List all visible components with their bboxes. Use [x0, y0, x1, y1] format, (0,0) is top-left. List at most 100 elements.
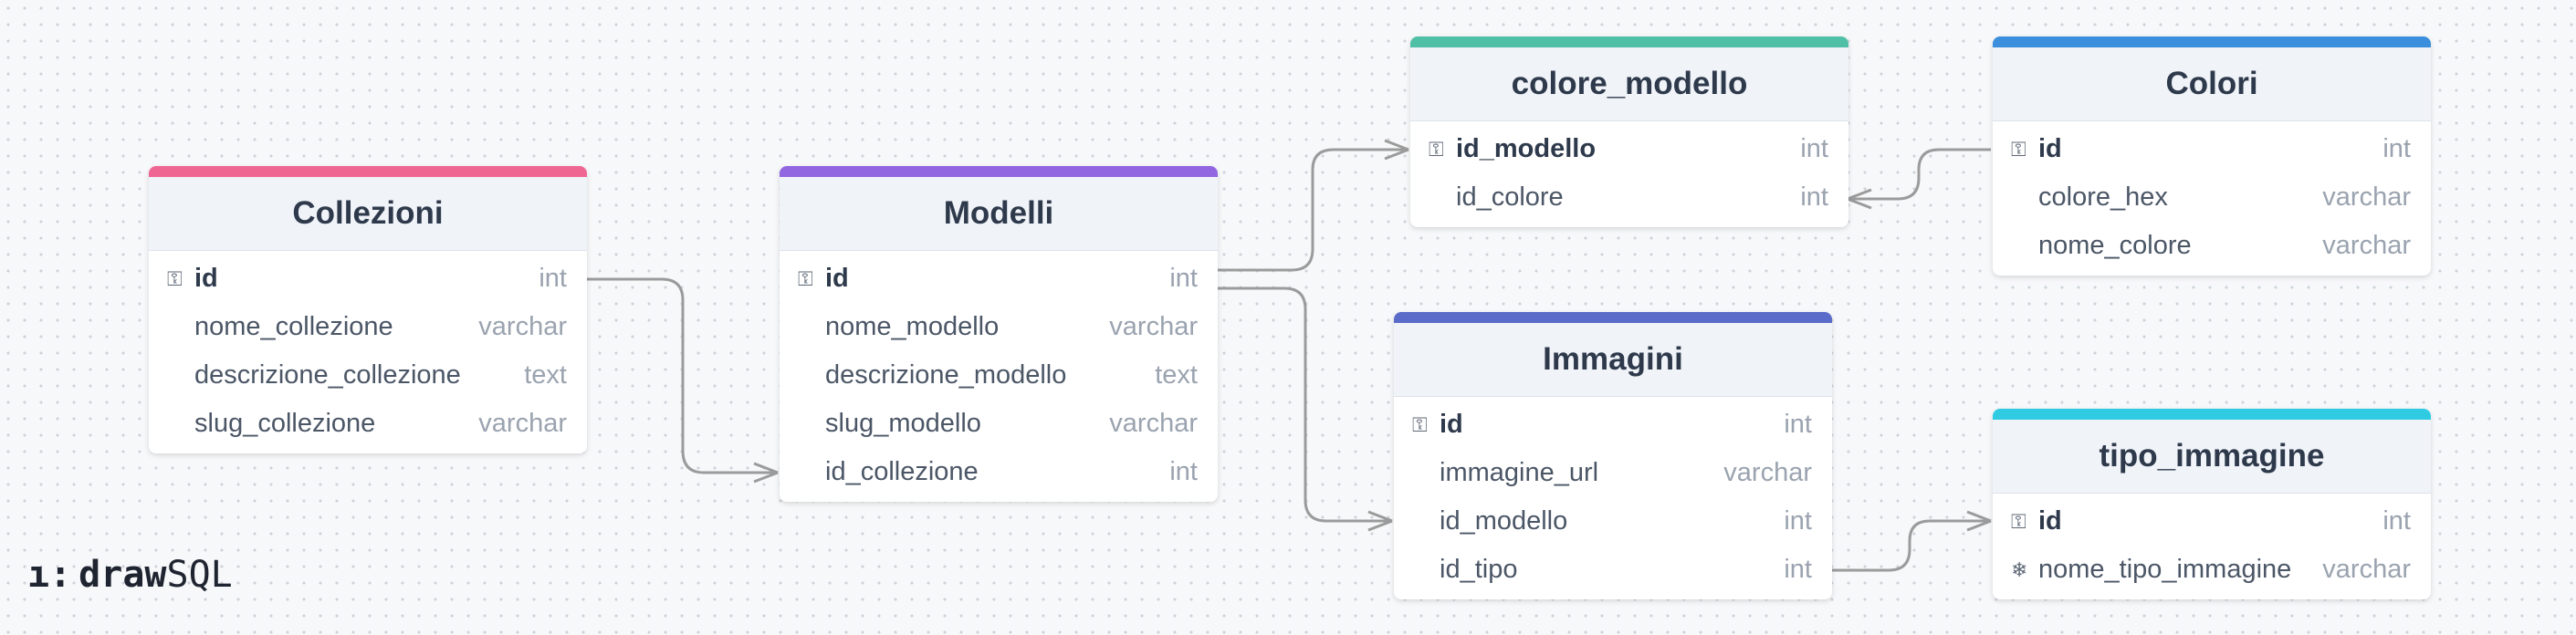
- drawsql-logo[interactable]: ı: draw SQL: [27, 554, 233, 596]
- column-row[interactable]: nome_collezione varchar: [149, 303, 587, 351]
- table-accent-bar: [1993, 36, 2431, 47]
- column-type: varchar: [478, 312, 567, 341]
- column-row[interactable]: immagine_url varchar: [1394, 449, 1832, 497]
- column-row[interactable]: ⚿ id int: [1993, 125, 2431, 173]
- column-name: id: [194, 264, 218, 293]
- column-type: varchar: [478, 409, 567, 438]
- column-row[interactable]: id_modello int: [1394, 497, 1832, 546]
- column-row[interactable]: id_collezione int: [780, 448, 1218, 496]
- table-title[interactable]: Collezioni: [149, 177, 587, 251]
- column-row[interactable]: descrizione_modello text: [780, 351, 1218, 400]
- table-title[interactable]: colore_modello: [1410, 47, 1848, 121]
- column-name: descrizione_modello: [825, 360, 1067, 390]
- column-name: id: [2038, 134, 2062, 163]
- column-name: nome_modello: [825, 312, 1000, 341]
- column-type: int: [539, 264, 567, 293]
- column-type: varchar: [1109, 312, 1198, 341]
- snowflake-icon: ❄: [2011, 557, 2028, 581]
- column-type: varchar: [1723, 458, 1812, 487]
- crowfoot-icon: [1966, 510, 1992, 532]
- column-type: varchar: [2322, 555, 2411, 584]
- column-name: id_tipo: [1440, 555, 1518, 584]
- table-title[interactable]: Colori: [1993, 47, 2431, 121]
- column-name: descrizione_collezione: [194, 360, 461, 390]
- column-row[interactable]: descrizione_collezione text: [149, 351, 587, 400]
- column-name: id_modello: [1456, 134, 1597, 163]
- table-accent-bar: [780, 166, 1218, 177]
- table-title[interactable]: Immagini: [1394, 323, 1832, 397]
- column-name: id_modello: [1440, 506, 1568, 536]
- column-name: id: [825, 264, 849, 293]
- column-name: id: [2038, 506, 2062, 536]
- table-accent-bar: [149, 166, 587, 177]
- key-icon: ⚿: [1429, 137, 1444, 161]
- column-row[interactable]: slug_collezione varchar: [149, 400, 587, 448]
- column-row[interactable]: ⚿ id int: [1993, 497, 2431, 546]
- column-type: int: [2382, 506, 2411, 536]
- column-row[interactable]: nome_modello varchar: [780, 303, 1218, 351]
- column-type: int: [2382, 134, 2411, 163]
- key-icon: ⚿: [2011, 137, 2026, 161]
- column-type: int: [1169, 457, 1198, 486]
- column-type: int: [1784, 410, 1812, 439]
- column-type: int: [1800, 182, 1828, 212]
- column-type: int: [1169, 264, 1198, 293]
- column-name: slug_collezione: [194, 409, 376, 438]
- crowfoot-icon: [1384, 139, 1409, 161]
- column-type: varchar: [2322, 182, 2411, 212]
- column-row[interactable]: id_colore int: [1410, 173, 1848, 222]
- key-icon: ⚿: [1412, 412, 1428, 436]
- relation-tipo-immagine-immagini: [1832, 519, 1991, 572]
- logo-word-light: SQL: [166, 554, 233, 596]
- table-immagini[interactable]: Immagini ⚿ id int immagine_url varchar id_mode…: [1394, 312, 1832, 599]
- relation-modelli-colore-modello: [1218, 148, 1408, 272]
- column-type: text: [1155, 360, 1198, 390]
- relation-colori-colore-modello: [1848, 148, 1991, 201]
- key-icon: ⚿: [167, 266, 183, 290]
- table-accent-bar: [1394, 312, 1832, 323]
- column-name: immagine_url: [1440, 458, 1599, 487]
- column-row[interactable]: nome_colore varchar: [1993, 222, 2431, 270]
- column-row[interactable]: ⚿ id int: [149, 255, 587, 303]
- column-name: nome_collezione: [194, 312, 393, 341]
- crowfoot-icon: [1367, 510, 1393, 532]
- crowfoot-icon: [1847, 188, 1872, 210]
- column-type: int: [1784, 506, 1812, 536]
- relation-collezioni-modelli: [587, 277, 778, 474]
- column-type: varchar: [1109, 409, 1198, 438]
- column-row[interactable]: ⚿ id int: [1394, 401, 1832, 449]
- column-name: nome_colore: [2038, 231, 2192, 260]
- crowfoot-icon: [753, 462, 779, 484]
- column-name: slug_modello: [825, 409, 981, 438]
- relation-modelli-immagini: [1218, 286, 1392, 523]
- column-row[interactable]: slug_modello varchar: [780, 400, 1218, 448]
- logo-word-bold: draw: [79, 554, 167, 596]
- key-icon: ⚿: [2011, 509, 2026, 533]
- column-name: id_collezione: [825, 457, 979, 486]
- column-name: id: [1440, 410, 1463, 439]
- table-title[interactable]: tipo_immagine: [1993, 420, 2431, 494]
- table-title[interactable]: Modelli: [780, 177, 1218, 251]
- column-type: text: [524, 360, 567, 390]
- column-name: id_colore: [1456, 182, 1564, 212]
- table-accent-bar: [1410, 36, 1848, 47]
- column-type: varchar: [2322, 231, 2411, 260]
- logo-mark: ı:: [27, 554, 72, 596]
